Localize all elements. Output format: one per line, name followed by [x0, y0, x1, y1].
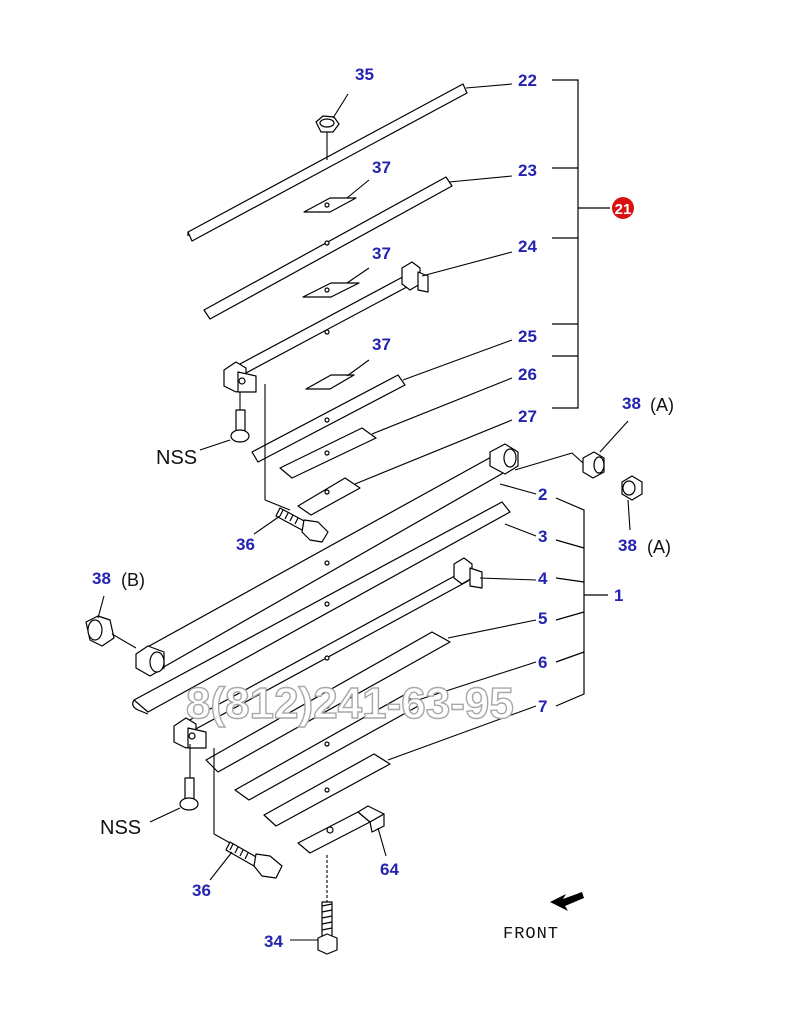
callout-38-a-bottom-tag: (A) [647, 537, 671, 557]
leaf-6 [234, 694, 421, 801]
bushing-38a-bottom [621, 475, 643, 501]
callout-4: 4 [538, 569, 548, 588]
callout-64: 64 [380, 860, 399, 879]
callout-34: 34 [264, 932, 283, 951]
callout-37-a: 37 [372, 158, 391, 177]
callout-37-c: 37 [372, 335, 391, 354]
callout-38-b-tag: (B) [121, 570, 145, 590]
label-nss-bottom: NSS [100, 817, 141, 839]
label-nss-top: NSS [156, 447, 197, 469]
callout-38-a-top: 38 [622, 394, 641, 413]
center-bolt-34 [317, 855, 338, 955]
callout-25: 25 [518, 327, 537, 346]
callout-26: 26 [518, 365, 537, 384]
callout-3: 3 [538, 527, 547, 546]
bolt-36-bottom [213, 748, 283, 879]
callout-1: 1 [614, 586, 623, 605]
callout-24: 24 [518, 237, 537, 256]
callout-36-top: 36 [236, 535, 255, 554]
leaf-4 [173, 557, 483, 749]
bolt-nss-top [230, 392, 250, 443]
leaf-23 [203, 176, 453, 320]
callout-22: 22 [518, 71, 537, 90]
callout-5: 5 [538, 609, 547, 628]
svg-text:21: 21 [615, 201, 632, 218]
callout-35: 35 [355, 65, 374, 84]
bushing-38a-top [514, 451, 605, 479]
callout-7: 7 [538, 697, 547, 716]
callout-2: 2 [538, 485, 547, 504]
bolt-nss-bottom [179, 744, 199, 811]
front-label: FRONT [503, 925, 559, 944]
leaf-2 [135, 443, 519, 677]
nut-35 [315, 115, 340, 160]
front-arrow-icon [550, 892, 584, 911]
callout-36-bottom: 36 [192, 881, 211, 900]
leader-lines [97, 83, 631, 941]
leaf-24 [223, 261, 429, 393]
leaf-22 [187, 83, 468, 242]
leaf-3 [132, 501, 511, 715]
bushing-38b [85, 615, 137, 649]
callout-38-b: 38 [92, 569, 111, 588]
leaf-27 [297, 477, 361, 516]
callout-38-a-top-tag: (A) [650, 395, 674, 415]
pad-37-b [302, 282, 360, 298]
plate-64 [297, 805, 385, 854]
callout-37-b: 37 [372, 244, 391, 263]
callout-6: 6 [538, 653, 547, 672]
callout-38-a-bottom: 38 [618, 536, 637, 555]
highlight-badge-21: 21 [612, 197, 634, 219]
bracket-group-1 [555, 497, 608, 707]
callout-23: 23 [518, 161, 537, 180]
bolt-36-top [264, 384, 329, 543]
pad-37-a [303, 197, 357, 213]
callout-27: 27 [518, 407, 537, 426]
phone-watermark: 8(812)241-63-95 [186, 679, 514, 728]
pad-37-c [305, 374, 355, 390]
bracket-group-21 [552, 79, 610, 409]
